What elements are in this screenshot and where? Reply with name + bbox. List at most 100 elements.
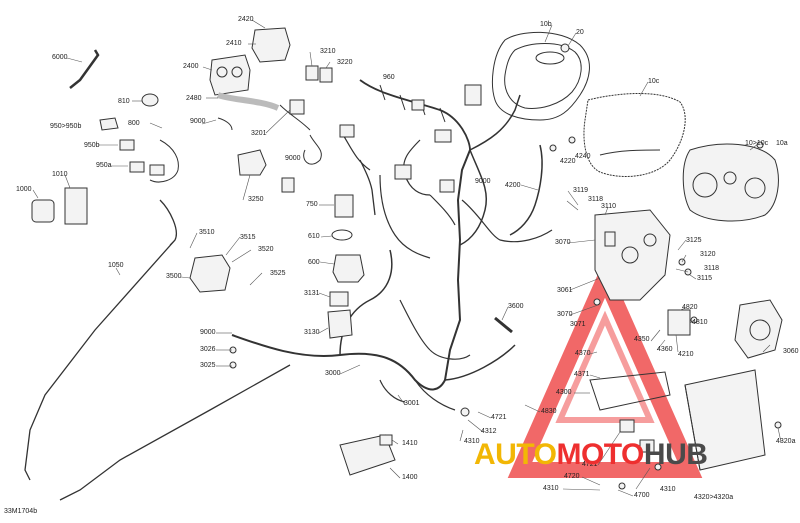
switch-3250 [237, 149, 267, 176]
connector-3131 [329, 291, 349, 307]
callout-4310-a: 4310 [464, 438, 480, 445]
callout-750: 750 [306, 201, 318, 208]
callout-3118-a: 3118 [588, 196, 604, 203]
callout-9000-e: 9000 [200, 329, 216, 336]
callout-4360: 4360 [657, 346, 673, 353]
callout-4720: 4720 [564, 473, 580, 480]
callout-3520: 3520 [258, 246, 274, 253]
callout-4320-to-4320a: 4320>4320a [694, 494, 734, 501]
callout-9000-a: 9000 [285, 155, 301, 162]
callout-3515: 3515 [240, 234, 256, 241]
callout-3220: 3220 [337, 59, 353, 66]
callout-3500: 3500 [166, 273, 182, 280]
callout-1000: 1000 [16, 186, 32, 193]
watermark-text: AUTOMOTOHUB [474, 438, 708, 472]
callout-610: 610 [308, 233, 320, 240]
callout-9000-d: 9000 [190, 118, 206, 125]
callout-800: 800 [128, 120, 140, 127]
callout-4830: 4830 [541, 408, 557, 415]
watermark-part-2: MOTO [556, 438, 644, 471]
callout-3600: 3600 [508, 303, 524, 310]
callout-4350: 4350 [634, 336, 650, 343]
callout-3120: 3120 [700, 251, 716, 258]
callout-810: 810 [118, 98, 130, 105]
callout-3119: 3119 [573, 187, 589, 194]
callout-4300: 4300 [556, 389, 572, 396]
callout-1010: 1010 [52, 171, 68, 178]
callout-2410: 2410 [226, 40, 242, 47]
callout-3001: 3001 [404, 400, 420, 407]
module-3500 [189, 254, 231, 293]
callout-3118-b: 3118 [704, 265, 720, 272]
callout-4810: 4810 [692, 319, 708, 326]
bracket-1010 [64, 187, 88, 225]
callout-4310-c: 4310 [660, 486, 676, 493]
callout-3250: 3250 [248, 196, 264, 203]
callout-3110: 3110 [601, 203, 617, 210]
callout-950b: 950b [84, 142, 100, 149]
callout-3125: 3125 [686, 237, 702, 244]
callout-4700: 4700 [634, 492, 650, 499]
callout-2400: 2400 [183, 63, 199, 70]
callout-4370: 4370 [575, 350, 591, 357]
callout-10a: 10a [776, 140, 788, 147]
callout-950a: 950a [96, 162, 112, 169]
watermark-part-1: AUTO [474, 438, 557, 471]
socket-1000 [31, 199, 55, 223]
callout-950-to-950b: 950>950b [50, 123, 82, 130]
callout-600: 600 [308, 259, 320, 266]
callout-3510: 3510 [199, 229, 215, 236]
callout-4721-b: 4721 [582, 461, 598, 468]
gauge-lens-10c [583, 93, 686, 177]
callout-3071: 3071 [570, 321, 586, 328]
callout-2420: 2420 [238, 16, 254, 23]
callout-4312: 4312 [481, 428, 497, 435]
harness-4200 [509, 144, 543, 236]
callout-1410: 1410 [402, 440, 418, 447]
callout-3070-a: 3070 [555, 239, 571, 246]
callout-9000-c: 9000 [475, 178, 491, 185]
wire-1050 [24, 199, 177, 481]
callout-6000: 6000 [52, 54, 68, 61]
callout-4240: 4240 [575, 153, 591, 160]
fuse-box-3110 [594, 209, 671, 301]
callout-2480: 2480 [186, 95, 202, 102]
callout-4220: 4220 [560, 158, 576, 165]
callout-10-to-10c: 10>10c [745, 140, 769, 147]
dash-bezel-10b [491, 31, 590, 121]
callout-4200: 4200 [505, 182, 521, 189]
relay-750 [334, 194, 354, 218]
callout-4820: 4820 [682, 304, 698, 311]
callout-4721-a: 4721 [491, 414, 507, 421]
callout-3210: 3210 [320, 48, 336, 55]
callout-3525: 3525 [270, 270, 286, 277]
callout-3061: 3061 [557, 287, 573, 294]
callout-3025: 3025 [200, 362, 216, 369]
callout-4320a: 4320a [776, 438, 796, 445]
callout-3060: 3060 [783, 348, 799, 355]
ignition-600 [332, 254, 365, 283]
bracket-3130 [327, 309, 353, 339]
callout-3070-b: 3070 [557, 311, 573, 318]
callout-3115: 3115 [697, 275, 713, 282]
bracket-2410 [251, 27, 291, 63]
callout-3130: 3130 [304, 329, 320, 336]
callout-4310-b: 4310 [543, 485, 559, 492]
callout-3131: 3131 [304, 290, 320, 297]
watermark-part-3: HUB [643, 438, 708, 471]
callout-4210: 4210 [678, 351, 694, 358]
callout-20: 20 [576, 29, 584, 36]
callout-3201: 3201 [251, 130, 267, 137]
callout-3000: 3000 [325, 370, 341, 377]
callout-10b: 10b [540, 21, 552, 28]
callout-1050: 1050 [108, 262, 124, 269]
callout-4371: 4371 [574, 371, 590, 378]
switch-block-2400 [209, 54, 251, 96]
motor-3060 [734, 299, 783, 359]
callout-960: 960 [383, 74, 395, 81]
bracket-4300 [589, 371, 671, 411]
ring-610 [331, 229, 353, 241]
diagram-code: 33M1704b [4, 508, 38, 515]
